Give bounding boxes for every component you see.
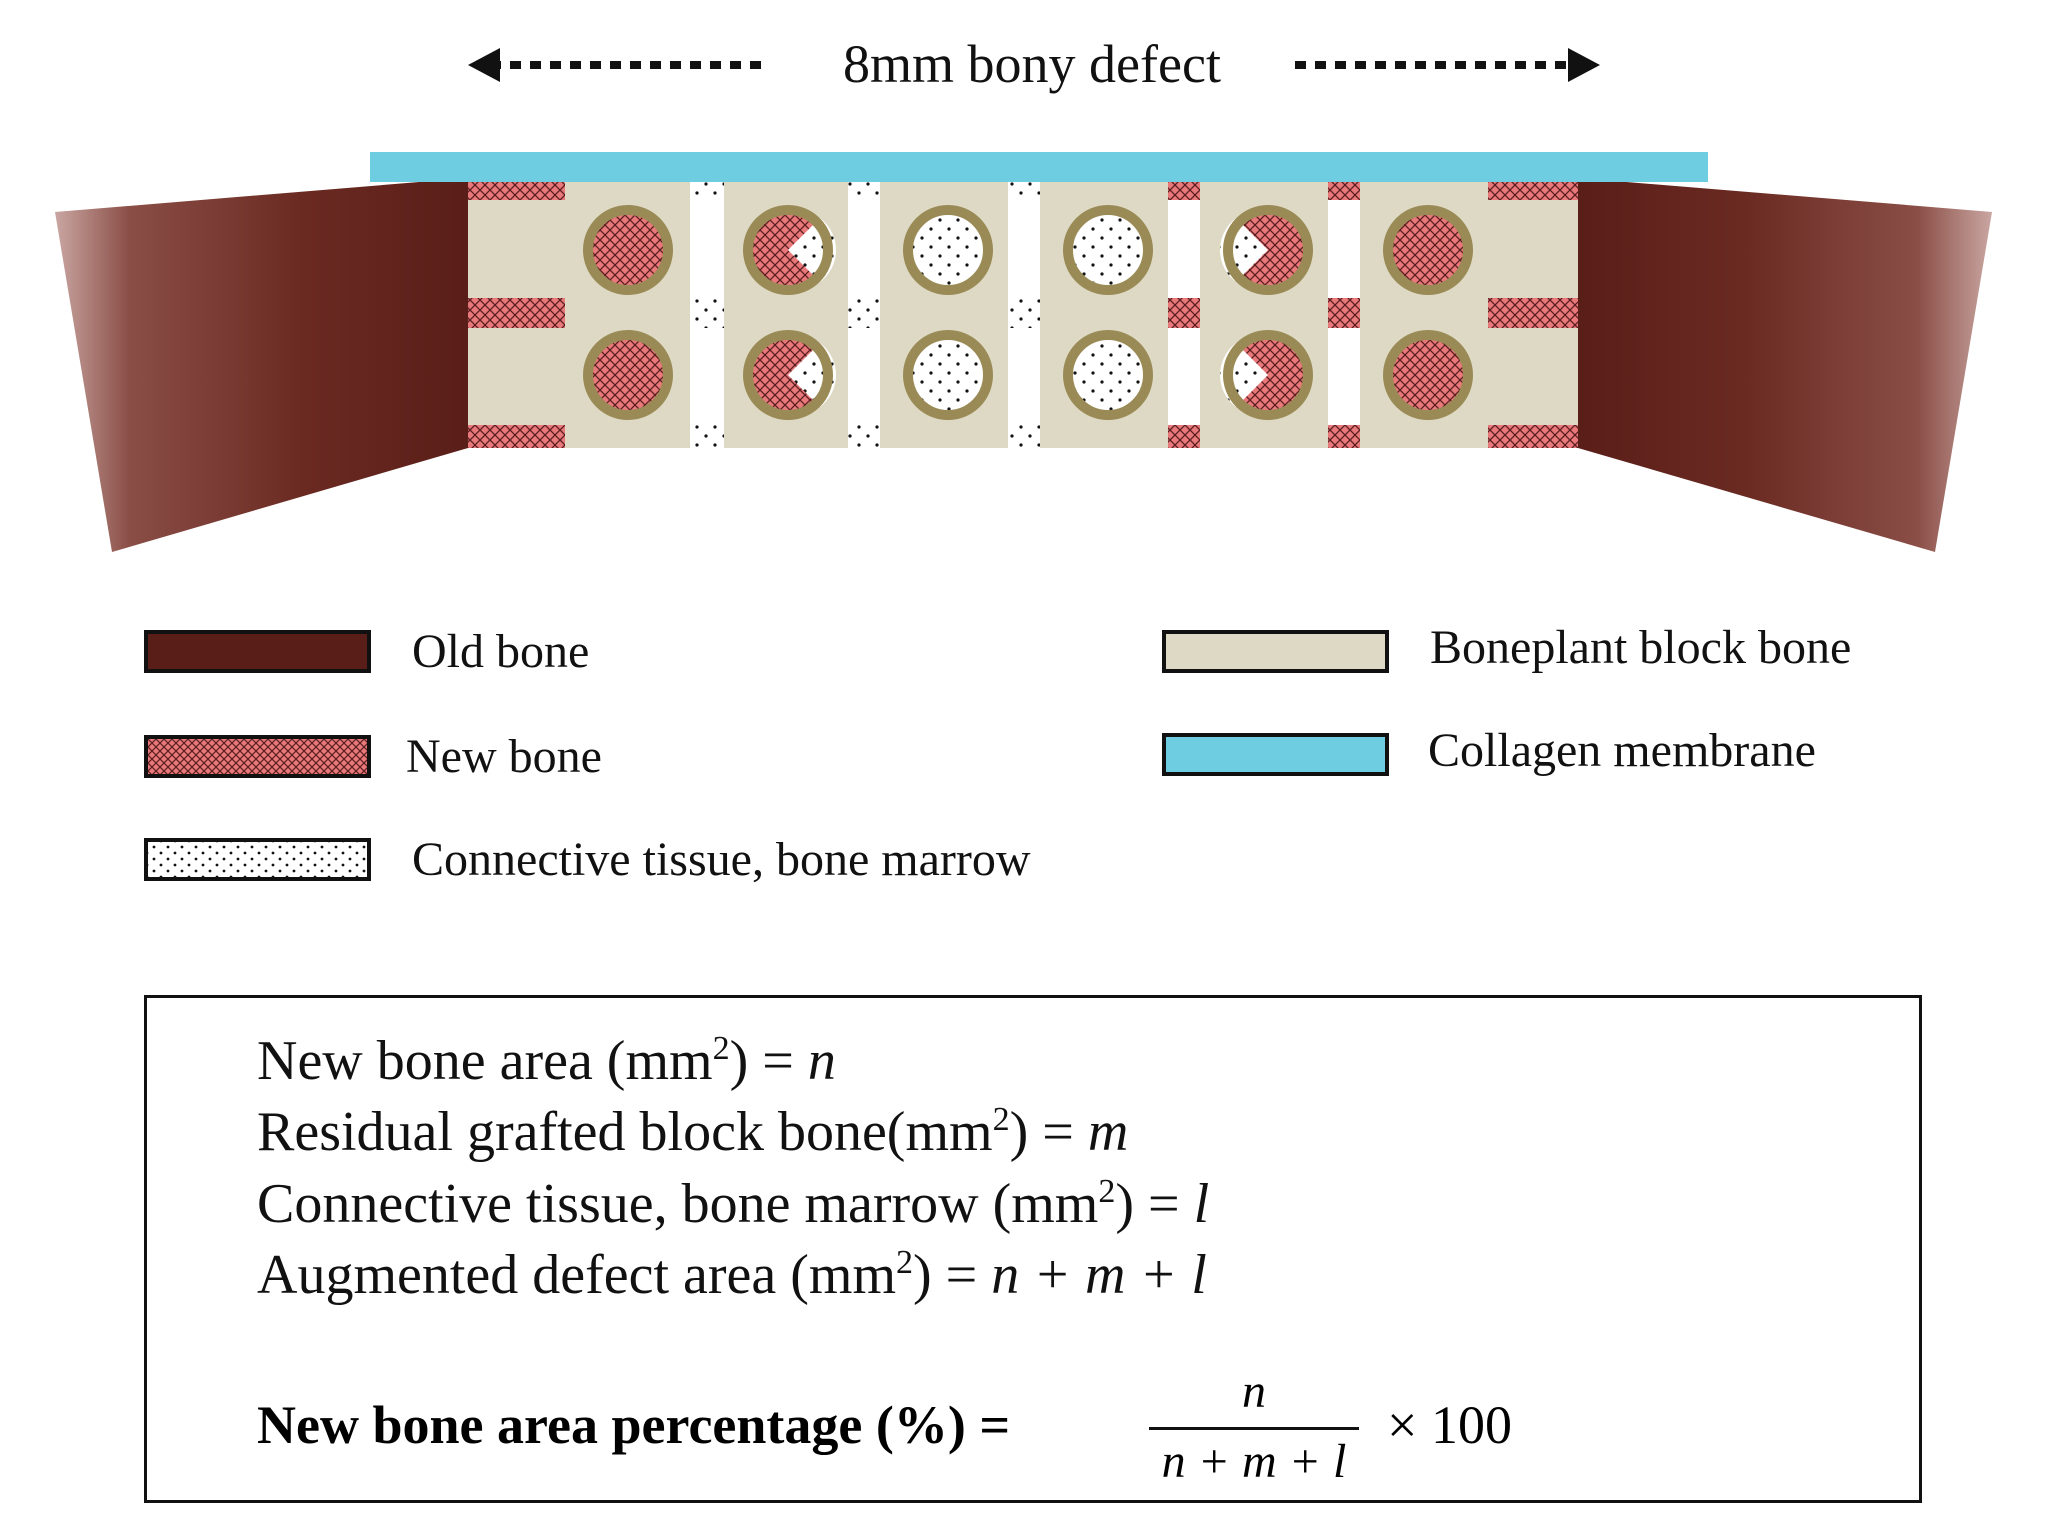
block-bone-1 bbox=[468, 200, 565, 298]
legend-swatch-new-bone bbox=[144, 735, 371, 778]
formula-residual-block-bone: Residual grafted block bone(mm2) = m bbox=[257, 1101, 1129, 1163]
pore-row-top bbox=[583, 205, 1473, 295]
formula-new-bone-area: New bone area (mm2) = n bbox=[257, 1030, 836, 1092]
legend-label-old-bone: Old bone bbox=[412, 625, 590, 678]
formula-superscript: 2 bbox=[896, 1244, 914, 1281]
formula-text: Residual grafted block bone(mm bbox=[257, 1101, 993, 1163]
legend-swatch-old-bone bbox=[144, 630, 371, 673]
old-bone-left bbox=[55, 178, 468, 552]
fraction-numerator: n bbox=[1242, 1365, 1266, 1418]
block-bone-10 bbox=[1488, 328, 1578, 425]
old-bone-right bbox=[1578, 178, 1992, 552]
formula-text: New bone area (mm bbox=[257, 1030, 713, 1092]
formula-augmented-area: Augmented defect area (mm2) = n + m + l bbox=[257, 1244, 1207, 1306]
pore-connective bbox=[1063, 205, 1153, 295]
formula-superscript: 2 bbox=[1098, 1173, 1116, 1210]
fraction-denominator: n + m + l bbox=[1161, 1435, 1347, 1488]
legend-label-collagen: Collagen membrane bbox=[1428, 724, 1816, 777]
graft-block-region bbox=[468, 182, 1578, 448]
pore-mixed bbox=[1220, 330, 1313, 420]
pore-mixed bbox=[1220, 205, 1313, 295]
legend-swatch-block-bone bbox=[1162, 630, 1389, 673]
width-arrow-left bbox=[468, 48, 770, 82]
pore-newbone bbox=[583, 330, 673, 420]
formula-tail: ) = bbox=[1009, 1101, 1088, 1163]
pore-connective bbox=[903, 205, 993, 295]
legend-label-connective: Connective tissue, bone marrow bbox=[412, 833, 1031, 886]
percentage-label: New bone area percentage (%) = bbox=[257, 1395, 1011, 1455]
formula-box: New bone area (mm2) = n Residual grafted… bbox=[144, 995, 1922, 1503]
pore-connective bbox=[1063, 330, 1153, 420]
formula-variable: n + m + l bbox=[991, 1244, 1207, 1306]
collagen-membrane bbox=[370, 152, 1708, 182]
formula-variable: m bbox=[1087, 1101, 1129, 1163]
pore-newbone bbox=[583, 205, 673, 295]
legend-label-new-bone: New bone bbox=[406, 730, 602, 783]
pore-mixed bbox=[743, 330, 836, 420]
formula-variable: l bbox=[1193, 1173, 1210, 1235]
pore-connective bbox=[903, 330, 993, 420]
width-arrow-right bbox=[1295, 48, 1600, 82]
formula-tail: ) = bbox=[913, 1244, 992, 1306]
pore-newbone bbox=[1383, 205, 1473, 295]
block-bone-9 bbox=[1488, 200, 1578, 298]
block-bone-2 bbox=[468, 328, 565, 425]
formula-tail: ) = bbox=[1115, 1173, 1194, 1235]
defect-width-label: 8mm bony defect bbox=[843, 34, 1221, 94]
formula-text: Connective tissue, bone marrow (mm bbox=[257, 1173, 1099, 1235]
pore-mixed bbox=[743, 205, 836, 295]
legend-label-block-bone: Boneplant block bone bbox=[1430, 621, 1852, 674]
multiplier: × 100 bbox=[1387, 1395, 1512, 1455]
pore-row-bottom bbox=[583, 330, 1473, 420]
formula-tail: ) = bbox=[729, 1030, 808, 1092]
legend-swatch-connective bbox=[144, 838, 371, 881]
bony-defect-schematic: 8mm bony defect bbox=[55, 34, 1992, 552]
formula-superscript: 2 bbox=[712, 1030, 730, 1067]
formula-text: Augmented defect area (mm bbox=[257, 1244, 897, 1306]
formula-variable: n bbox=[807, 1030, 836, 1092]
formula-superscript: 2 bbox=[992, 1101, 1010, 1138]
formula-connective-tissue: Connective tissue, bone marrow (mm2) = l bbox=[257, 1173, 1210, 1235]
pore-newbone bbox=[1383, 330, 1473, 420]
fraction-bar bbox=[1149, 1427, 1359, 1430]
legend-swatch-collagen bbox=[1162, 733, 1389, 776]
